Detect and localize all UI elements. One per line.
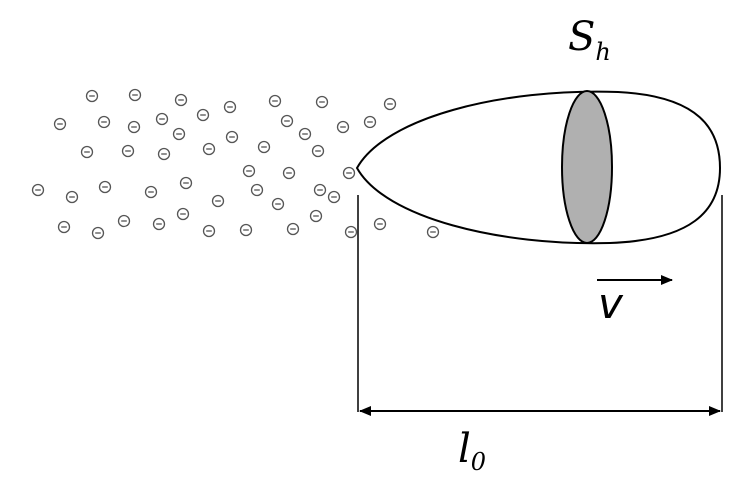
electron-particle [127,120,141,134]
electron-particle [223,100,237,114]
electron-particle [311,144,325,158]
electron-particle [152,217,166,231]
electron-particle [57,220,71,234]
electron-particle [313,183,327,197]
cross-section-label: Sh [568,14,611,66]
electron-particle [179,176,193,190]
electron-particle [91,226,105,240]
electron-particle [225,130,239,144]
electron-particle [383,97,397,111]
electron-particle [80,145,94,159]
electron-particle [239,223,253,237]
electron-particle [202,224,216,238]
electron-particle [117,214,131,228]
electron-particle [176,207,190,221]
electron-particle [196,108,210,122]
particle-cloud [31,88,440,240]
length-label: l0 [458,426,486,476]
electron-particle [174,93,188,107]
electron-particle [211,194,225,208]
electron-particle [257,140,271,154]
electron-particle [53,117,67,131]
electron-particle [250,183,264,197]
electron-particle [157,147,171,161]
electron-particle [282,166,296,180]
velocity-label: v [598,279,624,328]
electron-particle [31,183,45,197]
electron-particle [286,222,300,236]
electron-particle [65,190,79,204]
electron-particle [242,164,256,178]
electron-particle [336,120,350,134]
electron-particle [202,142,216,156]
electron-particle [373,217,387,231]
electron-particle [144,185,158,199]
electron-particle [268,94,282,108]
electron-particle [97,115,111,129]
electron-particle [342,166,356,180]
electron-particle [172,127,186,141]
electron-particle [271,197,285,211]
electron-particle [121,144,135,158]
electron-particle [327,190,341,204]
electron-particle [309,209,323,223]
electron-particle [315,95,329,109]
electron-particle [298,127,312,141]
cross-section-ellipse [561,90,613,244]
electron-particle [98,180,112,194]
electron-particle [363,115,377,129]
electron-particle [280,114,294,128]
electron-particle [128,88,142,102]
electron-particle [426,225,440,239]
teardrop-body [355,90,722,245]
electron-particle [155,112,169,126]
electron-particle [85,89,99,103]
electron-particle [344,225,358,239]
